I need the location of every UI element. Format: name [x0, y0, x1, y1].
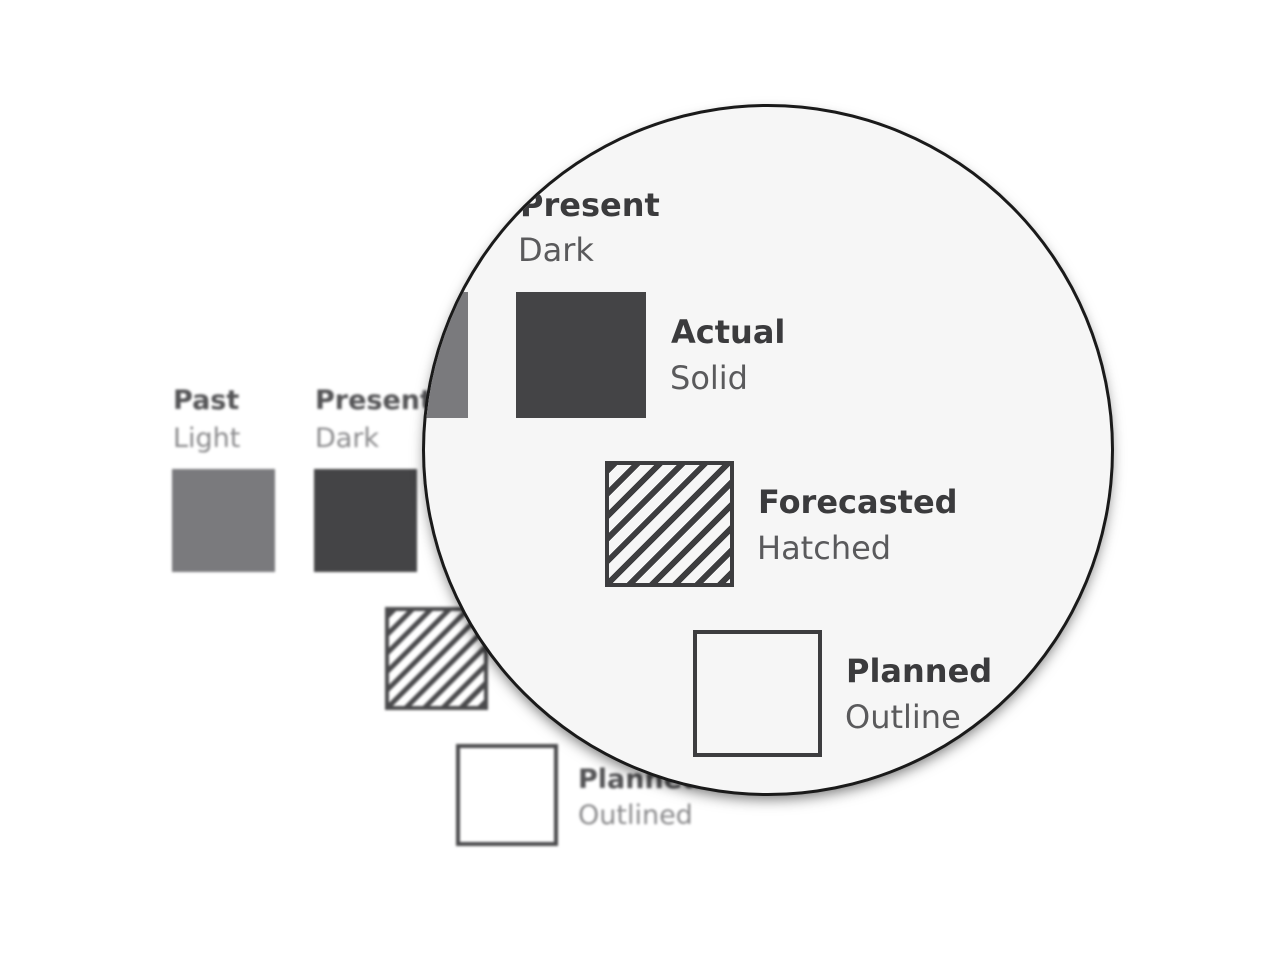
- magnified-legend: Present Dark Actual Solid Forecasted Hat…: [425, 107, 1111, 793]
- magnified-present-subtitle: Dark: [518, 231, 594, 269]
- swatch-forecast-hatched: [385, 607, 488, 710]
- swatch-planned-outline-magnified: [693, 630, 822, 757]
- legend-present-title: Present: [315, 385, 433, 416]
- swatch-actual-solid: [516, 292, 646, 418]
- legend-present-subtitle: Dark: [315, 423, 380, 454]
- legend-planned-magnified-title: Planned: [846, 652, 993, 690]
- magnifier-lens: Present Dark Actual Solid Forecasted Hat…: [425, 107, 1111, 793]
- magnified-present-title: Present: [520, 186, 660, 224]
- legend-past-subtitle: Light: [173, 423, 241, 454]
- legend-forecasted-subtitle: Hatched: [757, 529, 892, 567]
- swatch-forecasted-hatched: [605, 461, 734, 587]
- legend-planned-subtitle: Outlined: [578, 800, 693, 831]
- legend-actual-title: Actual: [671, 313, 786, 351]
- magnified-swatch-light-edge: [425, 292, 468, 418]
- swatch-present-dark: [314, 469, 417, 572]
- swatch-past-light: [172, 469, 275, 572]
- legend-forecasted-title: Forecasted: [758, 483, 958, 521]
- legend-actual-subtitle: Solid: [670, 359, 748, 397]
- legend-past-title: Past: [173, 385, 240, 416]
- legend-planned-magnified-subtitle: Outline: [845, 698, 961, 736]
- swatch-planned-outline: [456, 744, 558, 846]
